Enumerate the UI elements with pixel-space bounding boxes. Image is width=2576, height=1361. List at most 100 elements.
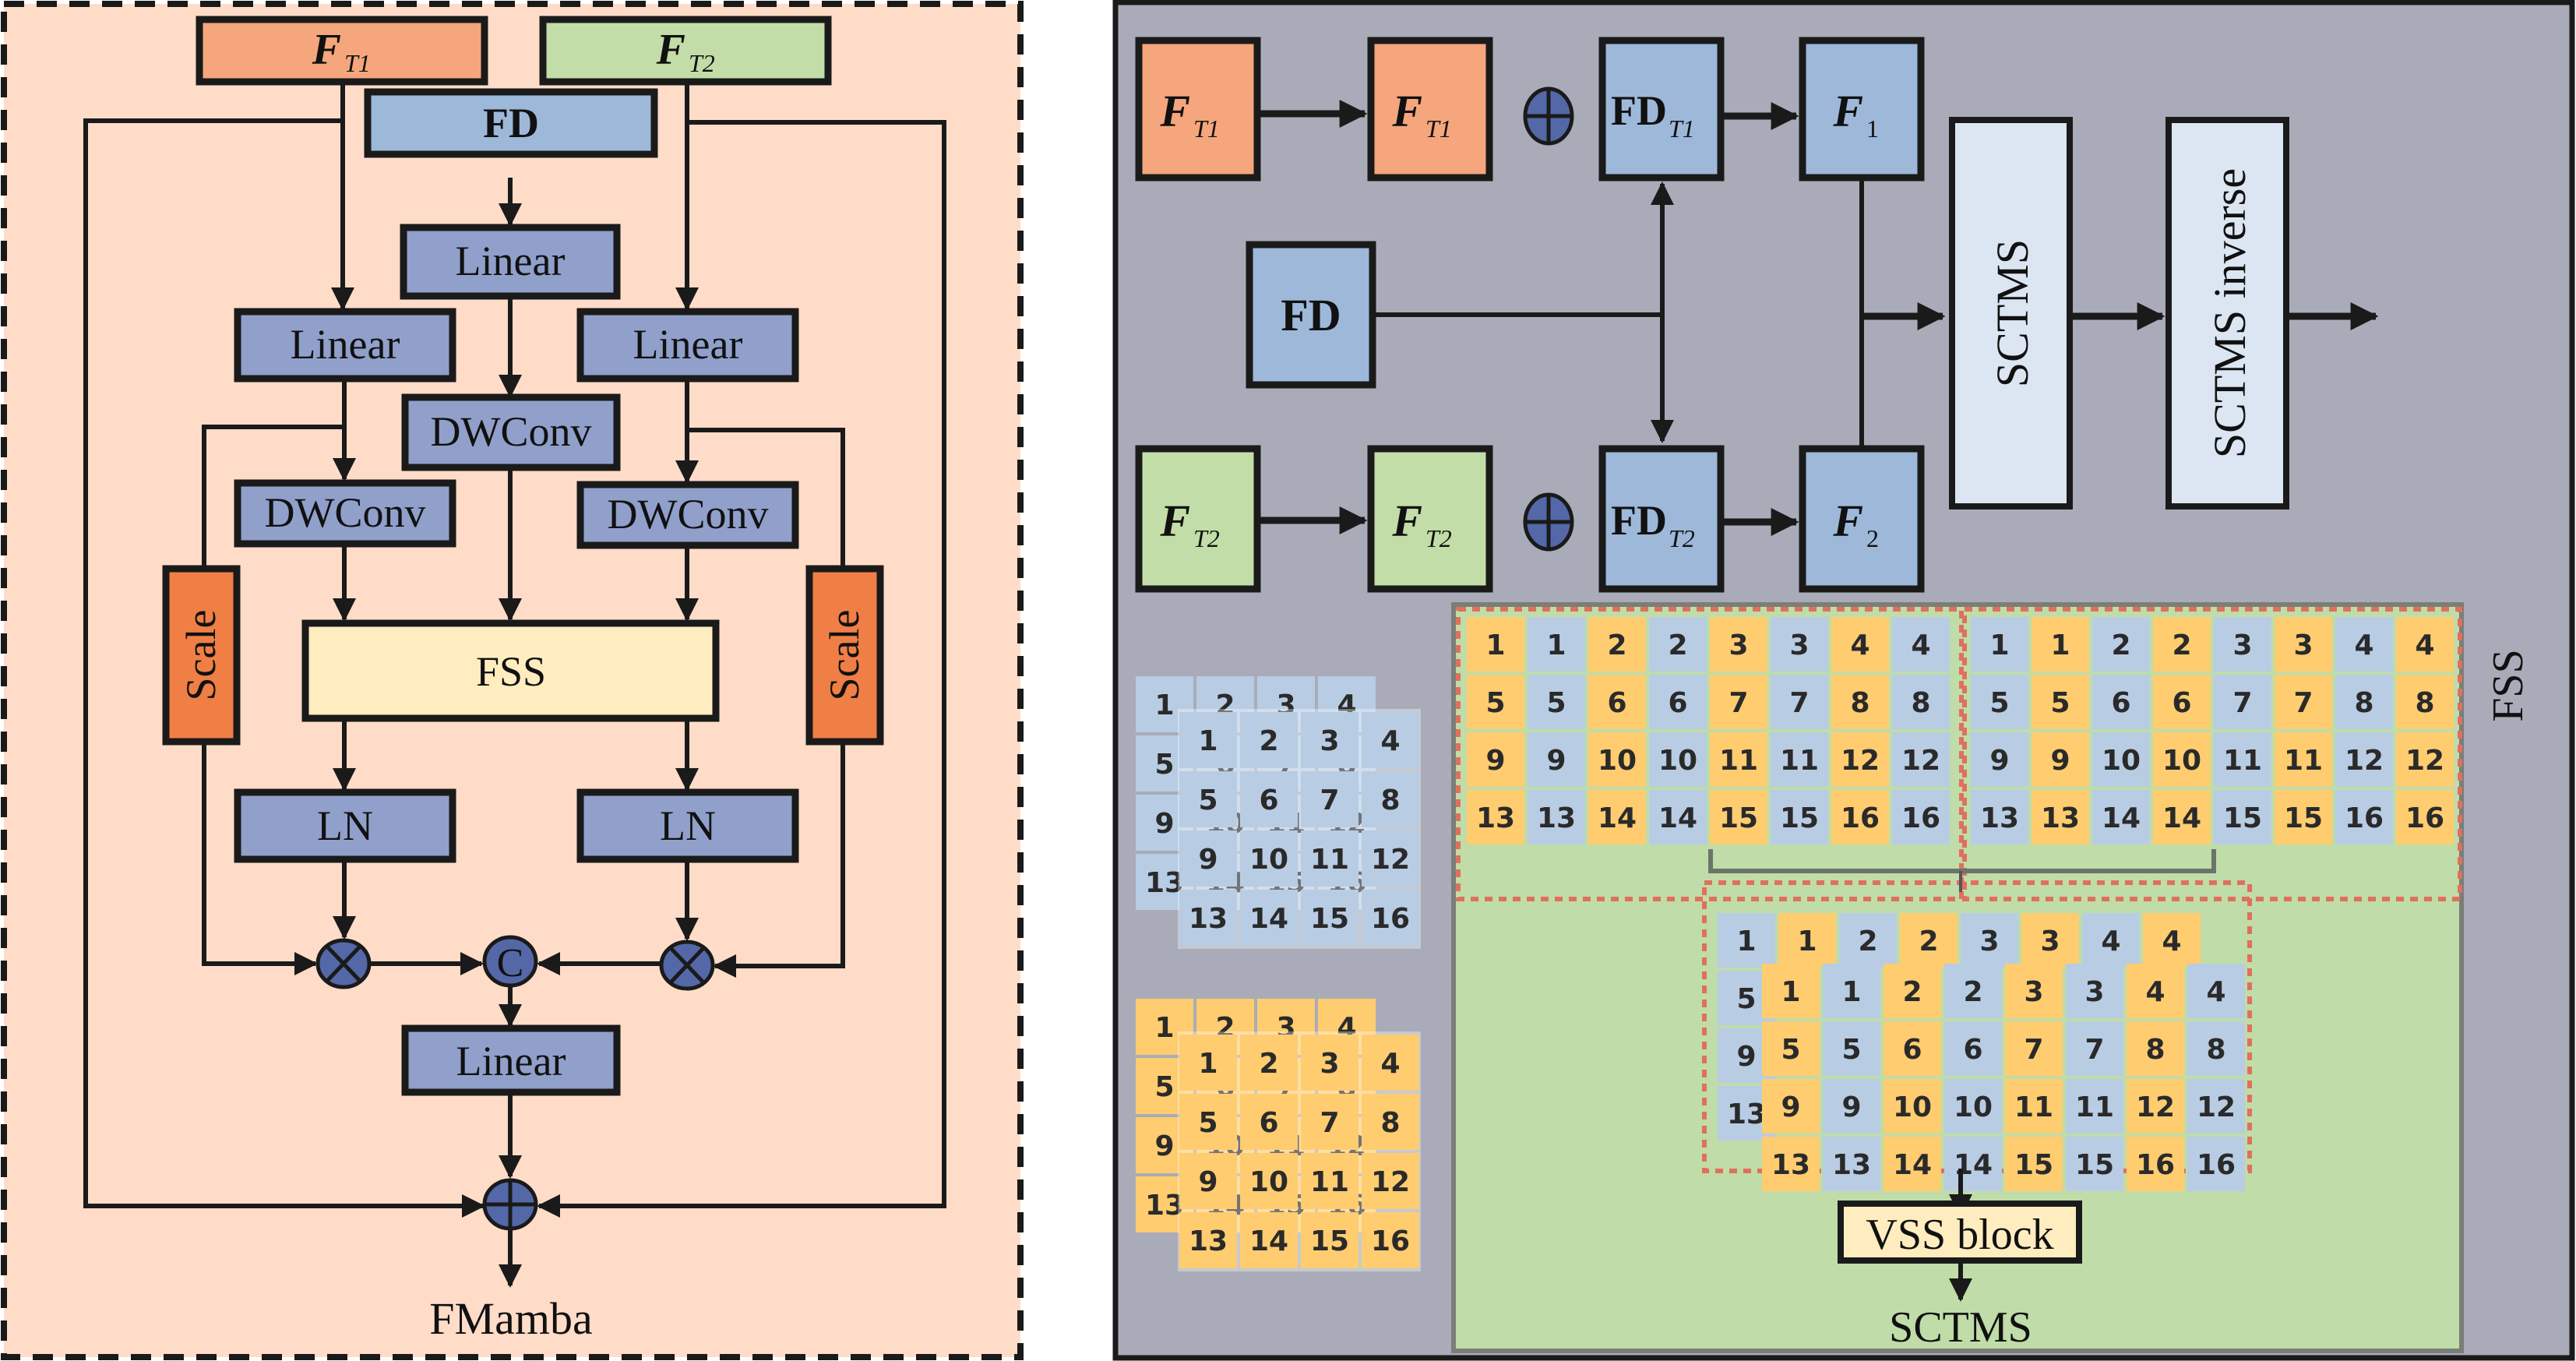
svg-text:Scale: Scale (821, 610, 868, 701)
rp-ft2-input-box: F T2 (1135, 445, 1261, 593)
grid-cell-number: 7 (2084, 1034, 2104, 1066)
grid-cell (1900, 913, 1958, 968)
grid-cell (1884, 1137, 1941, 1191)
grid-cell (2187, 1137, 2245, 1191)
grid-cell (1971, 675, 2028, 729)
grid-cell (2092, 732, 2150, 787)
grid-cell-number: 5 (1485, 687, 1505, 719)
grid-cell-number: 13 (1145, 867, 1184, 899)
grid-cell-number: 8 (2354, 687, 2373, 719)
grid-cell (1710, 675, 1767, 729)
grid-cell (1362, 1153, 1419, 1209)
grid-cell (1240, 830, 1298, 887)
grid-cell (1240, 1212, 1298, 1268)
dwconv-left-box: DWConv (234, 479, 456, 548)
grid-cell-number: 8 (2145, 1034, 2165, 1066)
grid-cell-number: 9 (1154, 808, 1174, 840)
multiply-node-right (659, 940, 715, 991)
rp-f1-box: F 1 (1799, 37, 1925, 182)
grid-cell-number: 11 (2014, 1091, 2053, 1123)
grid-cell-number: 11 (1310, 844, 1349, 876)
grid-cell (1823, 1079, 1880, 1134)
grid-cell (2335, 675, 2393, 729)
grid-cell-number: 10 (2162, 745, 2201, 777)
grid-cell-number: 2 (1259, 725, 1278, 757)
grid-cell (1771, 617, 1828, 672)
grid-cell-number: 1 (1989, 629, 2009, 661)
grid-cell (1301, 1153, 1358, 1209)
grid-cell-number: 13 (1537, 802, 1576, 834)
grid-cell (1179, 1212, 1237, 1268)
grid-cell-number: 7 (2232, 687, 2252, 719)
grid-cell-number: 5 (1736, 983, 1756, 1015)
grid-cell (1467, 732, 1524, 787)
grid-cell-number: 9 (1485, 745, 1505, 777)
grid-cell-number: 9 (1154, 1130, 1174, 1162)
grid-cell-number: 12 (2345, 745, 2384, 777)
grid-cell-number: 13 (1189, 1225, 1228, 1257)
grid-cell (1240, 1035, 1298, 1091)
input-ft1-box: F T1 (196, 16, 488, 86)
grid-cell-number: 4 (2101, 926, 2120, 957)
grid-cell (1528, 617, 1585, 672)
svg-text:DWConv: DWConv (265, 489, 426, 536)
grid-cell (2066, 1079, 2123, 1134)
grid-cell (1301, 1094, 1358, 1150)
svg-text:F: F (1159, 86, 1190, 136)
rp-fd-t1-box: FD T1 (1598, 37, 1725, 182)
grid-cell (1944, 964, 2002, 1018)
grid-cell (1179, 1153, 1237, 1209)
grid-cell-number: 3 (1789, 629, 1809, 661)
grid-cell-number: 1 (2050, 629, 2070, 661)
svg-text:T1: T1 (1425, 115, 1452, 143)
grid-cell (2005, 1021, 2063, 1076)
svg-text:T1: T1 (1193, 115, 1220, 143)
grid-cell (1362, 771, 1419, 827)
grid-cell-number: 9 (2050, 745, 2070, 777)
grid-cell-number: 1 (1797, 926, 1817, 957)
grid-cell (1884, 1079, 1941, 1134)
grid-cell (1528, 675, 1585, 729)
svg-text:FD: FD (1611, 497, 1667, 544)
grid-cell-number: 14 (2162, 802, 2201, 834)
svg-text:T2: T2 (1669, 524, 1695, 552)
grid-cell (2396, 732, 2454, 787)
grid-cell (1588, 675, 1646, 729)
grid-cell-number: 1 (1154, 689, 1174, 721)
grid-cell (2275, 790, 2332, 844)
grid-cell-number: 7 (1320, 1107, 1339, 1139)
grid-cell (2396, 675, 2454, 729)
grid-cell (1762, 1021, 1820, 1076)
svg-text:DWConv: DWConv (608, 491, 769, 538)
grid-cell-number: 1 (1198, 1048, 1218, 1080)
grid-cell-number: 3 (2024, 976, 2043, 1008)
grid-cell-number: 14 (1249, 1225, 1288, 1257)
svg-text:SCTMS inverse: SCTMS inverse (2204, 168, 2255, 458)
svg-text:FD: FD (1281, 290, 1341, 340)
grid-cell-number: 11 (2075, 1091, 2114, 1123)
grid-cell (2153, 617, 2211, 672)
grid-cell-number: 16 (2405, 802, 2444, 834)
grid-cell (1762, 1137, 1820, 1191)
grid-cell (1240, 890, 1298, 946)
grid-cell (2187, 964, 2245, 1018)
rp-f2-box: F 2 (1799, 445, 1925, 593)
grid-cell-number: 16 (2136, 1149, 2175, 1181)
svg-text:2: 2 (1866, 524, 1879, 552)
grid-cell (2092, 617, 2150, 672)
grid-cell-number: 9 (1841, 1091, 1861, 1123)
grid-cell (2187, 1021, 2245, 1076)
grid-cell (2021, 913, 2079, 968)
grid-cell (1588, 790, 1646, 844)
grid-cell-number: 16 (2197, 1149, 2236, 1181)
grid-cell (2127, 1021, 2184, 1076)
grid-cell (1831, 790, 1889, 844)
grid-cell (1362, 1212, 1419, 1268)
grid-cell-number: 1 (1198, 725, 1218, 757)
grid-cell (2032, 790, 2089, 844)
grid-cell-number: 11 (1719, 745, 1758, 777)
grid-cell (1179, 830, 1237, 887)
